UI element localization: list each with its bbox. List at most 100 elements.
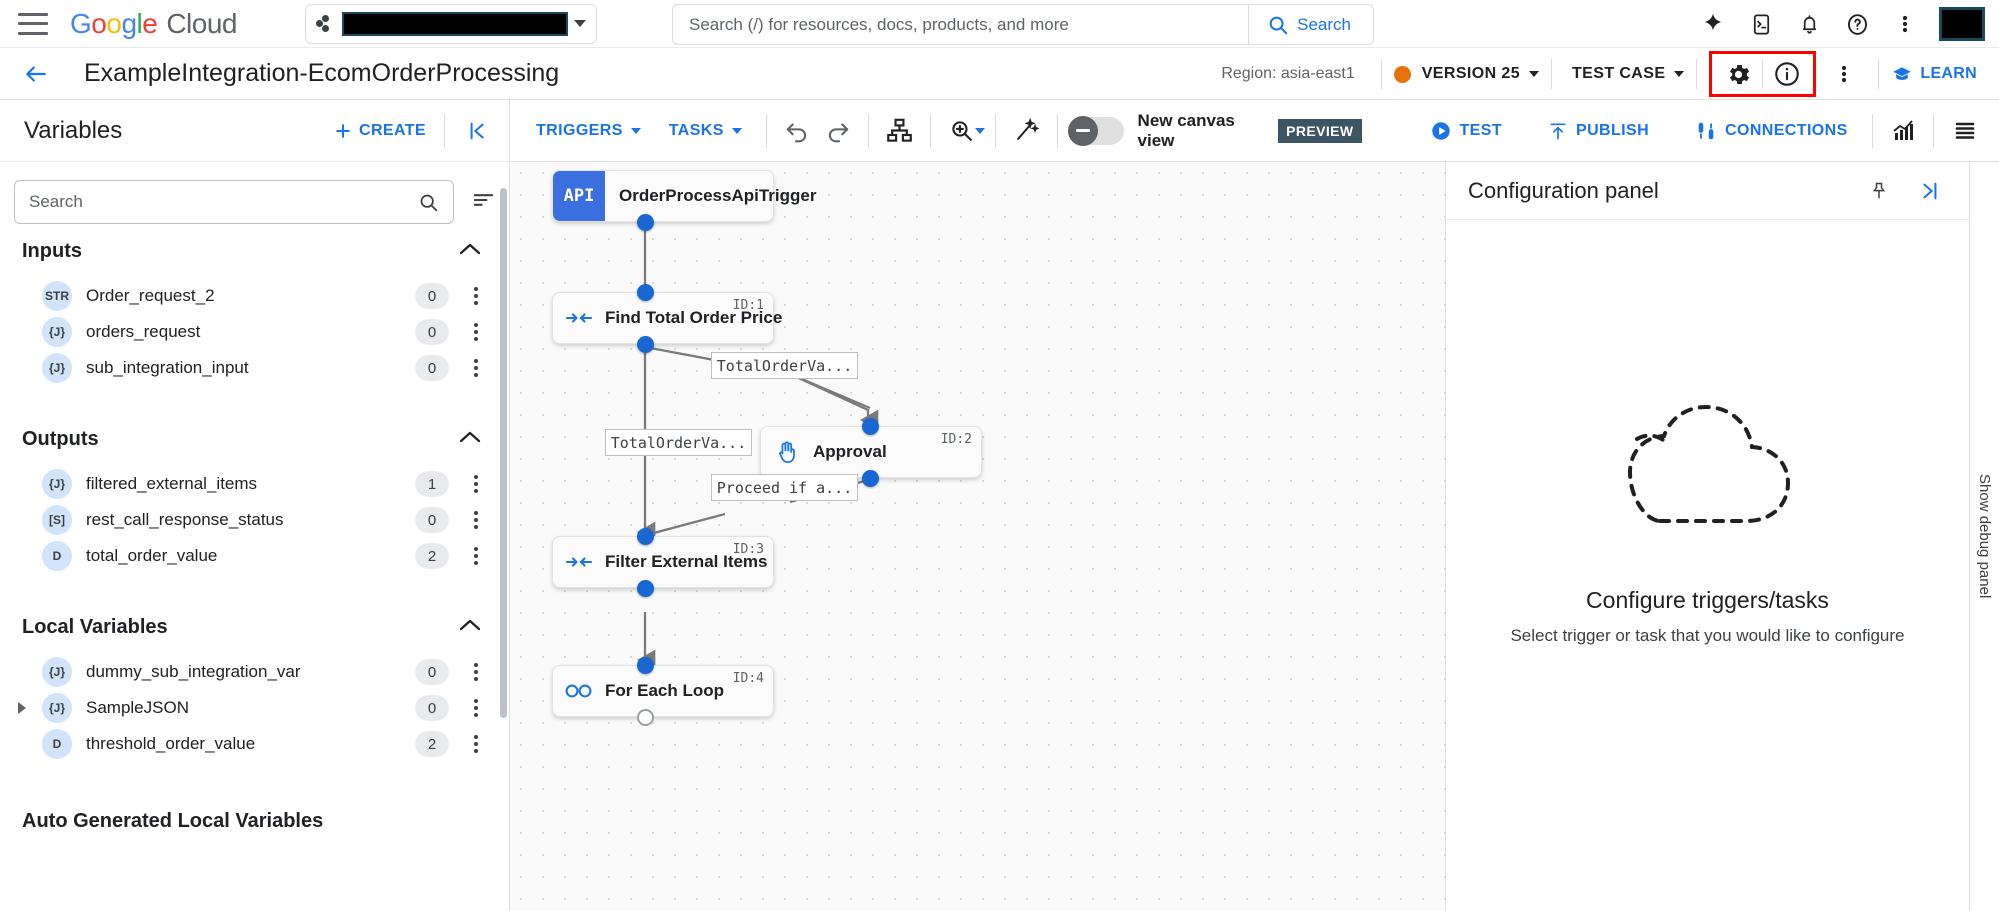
analytics-button[interactable] bbox=[1883, 109, 1924, 153]
row-more-icon[interactable] bbox=[463, 547, 489, 565]
hamburger-menu-icon[interactable] bbox=[18, 12, 48, 35]
chevron-up-icon[interactable] bbox=[459, 430, 481, 449]
user-avatar[interactable] bbox=[1939, 7, 1985, 41]
list-item[interactable]: [S] rest_call_response_status 0 bbox=[0, 502, 509, 538]
show-debug-panel-strip[interactable]: Show debug panel bbox=[1969, 162, 1999, 911]
create-variable-button[interactable]: CREATE bbox=[333, 121, 426, 141]
back-button[interactable] bbox=[16, 54, 56, 94]
more-vertical-icon[interactable] bbox=[1883, 2, 1927, 46]
logs-button[interactable] bbox=[1944, 109, 1985, 153]
redo-button[interactable] bbox=[817, 109, 858, 153]
connections-button[interactable]: CONNECTIONS bbox=[1681, 120, 1862, 142]
group-header-inputs[interactable]: Inputs bbox=[0, 224, 509, 278]
row-more-icon[interactable] bbox=[463, 287, 489, 305]
project-picker[interactable] bbox=[305, 3, 597, 44]
edge-label[interactable]: TotalOrderVa... bbox=[605, 429, 752, 456]
chevron-down-icon[interactable] bbox=[975, 127, 986, 134]
show-debug-panel-label[interactable]: Show debug panel bbox=[1976, 474, 1993, 599]
help-question-icon[interactable] bbox=[1835, 2, 1879, 46]
learn-button[interactable]: LEARN bbox=[1891, 64, 1977, 84]
search-button[interactable]: Search bbox=[1249, 14, 1373, 36]
row-more-icon[interactable] bbox=[463, 475, 489, 493]
version-label: VERSION 25 bbox=[1421, 65, 1520, 82]
notifications-bell-icon[interactable] bbox=[1787, 2, 1831, 46]
learn-label: LEARN bbox=[1920, 65, 1977, 82]
divider bbox=[929, 113, 931, 148]
row-more-icon[interactable] bbox=[463, 511, 489, 529]
edge-label[interactable]: TotalOrderVa... bbox=[711, 352, 858, 379]
canvas-toolbar: TRIGGERS TASKS New bbox=[510, 100, 1999, 162]
gemini-sparkle-icon[interactable] bbox=[1691, 2, 1735, 46]
node-find-total-order-price[interactable]: Find Total Order Price ID:1 bbox=[552, 292, 782, 344]
test-case-selector[interactable]: TEST CASE bbox=[1572, 65, 1685, 83]
publish-upload-icon bbox=[1550, 123, 1566, 139]
node-output-port[interactable] bbox=[637, 709, 654, 726]
node-output-port[interactable] bbox=[637, 214, 654, 231]
group-header-outputs[interactable]: Outputs bbox=[0, 412, 509, 466]
node-input-port[interactable] bbox=[637, 528, 654, 545]
collapse-sidebar-button[interactable] bbox=[445, 120, 509, 142]
search-input[interactable] bbox=[673, 14, 1249, 35]
auto-layout-button[interactable] bbox=[879, 109, 920, 153]
expand-triangle-icon[interactable] bbox=[18, 702, 26, 714]
zoom-button[interactable] bbox=[941, 109, 982, 153]
node-input-port[interactable] bbox=[637, 657, 654, 674]
publish-button[interactable]: PUBLISH bbox=[1534, 120, 1663, 142]
magic-wand-button[interactable] bbox=[1006, 109, 1047, 153]
row-more-icon[interactable] bbox=[463, 359, 489, 377]
settings-gear-button[interactable] bbox=[1716, 52, 1760, 96]
collapse-panel-button[interactable] bbox=[1907, 169, 1951, 213]
sort-button[interactable] bbox=[472, 190, 495, 215]
node-input-port[interactable] bbox=[637, 284, 654, 301]
triggers-menu-button[interactable]: TRIGGERS bbox=[522, 122, 655, 140]
list-item[interactable]: {J} dummy_sub_integration_var 0 bbox=[0, 654, 509, 690]
row-more-icon[interactable] bbox=[463, 663, 489, 681]
node-order-process-api-trigger[interactable]: API OrderProcessApiTrigger bbox=[552, 170, 816, 222]
list-item[interactable]: {J} sub_integration_input 0 bbox=[0, 350, 509, 386]
list-item[interactable]: {J} orders_request 0 bbox=[0, 314, 509, 350]
list-item[interactable]: D total_order_value 2 bbox=[0, 538, 509, 574]
sidebar-scrollbar[interactable] bbox=[500, 188, 507, 718]
pin-panel-button[interactable] bbox=[1857, 169, 1901, 213]
chevron-up-icon[interactable] bbox=[459, 618, 481, 637]
variable-name: threshold_order_value bbox=[86, 734, 256, 753]
group-header-local-variables[interactable]: Local Variables bbox=[0, 600, 509, 654]
node-output-port[interactable] bbox=[637, 336, 654, 353]
undo-button[interactable] bbox=[777, 109, 818, 153]
variable-type-badge: STR bbox=[42, 281, 72, 311]
info-button[interactable] bbox=[1765, 52, 1809, 96]
node-filter-external-items[interactable]: Filter External Items ID:3 bbox=[552, 536, 774, 588]
node-for-each-loop[interactable]: For Each Loop ID:4 bbox=[552, 665, 774, 717]
global-search[interactable]: Search bbox=[672, 4, 1374, 45]
header-more-button[interactable] bbox=[1822, 52, 1866, 96]
edge-label[interactable]: Proceed if a... bbox=[711, 474, 858, 501]
row-more-icon[interactable] bbox=[463, 323, 489, 341]
search-input[interactable] bbox=[29, 192, 418, 212]
list-item[interactable]: {J} filtered_external_items 1 bbox=[0, 466, 509, 502]
list-item[interactable]: STR Order_request_2 0 bbox=[0, 278, 509, 314]
row-more-icon[interactable] bbox=[463, 699, 489, 717]
variable-type-badge: {J} bbox=[42, 657, 72, 687]
tasks-menu-button[interactable]: TASKS bbox=[655, 122, 756, 140]
version-selector[interactable]: VERSION 25 bbox=[1393, 65, 1539, 83]
node-output-port[interactable] bbox=[637, 580, 654, 597]
configuration-panel-header: Configuration panel bbox=[1446, 162, 1969, 220]
group-header-auto-generated[interactable]: Auto Generated Local Variables bbox=[0, 794, 509, 848]
chevron-up-icon[interactable] bbox=[459, 242, 481, 261]
test-button[interactable]: TEST bbox=[1416, 120, 1517, 142]
list-item[interactable]: {J} SampleJSON 0 bbox=[0, 690, 509, 726]
new-canvas-view-toggle[interactable] bbox=[1068, 115, 1124, 146]
row-more-icon[interactable] bbox=[463, 735, 489, 753]
variables-search-row bbox=[0, 162, 509, 224]
node-input-port[interactable] bbox=[862, 418, 879, 435]
list-item[interactable]: D threshold_order_value 2 bbox=[0, 726, 509, 762]
node-output-port[interactable] bbox=[862, 470, 879, 487]
cloud-shell-icon[interactable] bbox=[1739, 2, 1783, 46]
node-id: ID:3 bbox=[732, 542, 764, 557]
variables-search[interactable] bbox=[14, 180, 454, 224]
pin-icon bbox=[1872, 182, 1886, 198]
integration-canvas[interactable]: API OrderProcessApiTrigger Find Total Or… bbox=[510, 162, 1445, 911]
variable-type-badge: [S] bbox=[42, 505, 72, 535]
